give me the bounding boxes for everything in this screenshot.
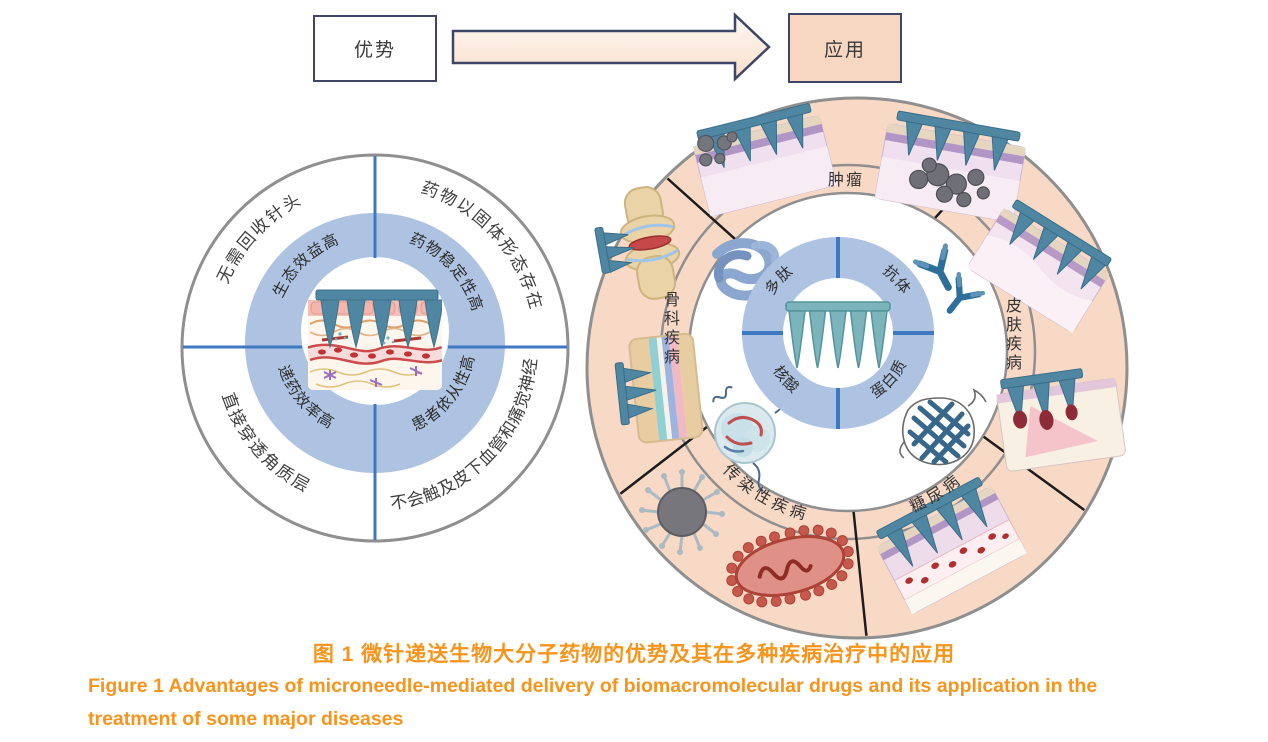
polypeptide-icon xyxy=(712,238,780,301)
figure-caption-zh: 图 1 微针递送生物大分子药物的优势及其在多种疾病治疗中的应用 xyxy=(312,643,956,666)
beta-barrel-protein-icon xyxy=(899,388,987,466)
tumor-patch-icon xyxy=(874,110,1026,223)
spine-icon xyxy=(614,332,704,444)
applications-box: 应用 xyxy=(788,13,902,83)
advantages-box: 优势 xyxy=(313,15,437,82)
skin-patch-icon xyxy=(967,199,1112,334)
molecule-ring-dividers xyxy=(742,237,934,429)
figure-caption-en-line2: treatment of some major diseases xyxy=(88,708,404,730)
antibody-icon xyxy=(912,243,986,314)
skin-inflammation-patch-icon xyxy=(996,368,1126,472)
disease-label-orthopedic: 骨科疾病 xyxy=(661,291,678,367)
bacterium-icon xyxy=(726,524,854,608)
virus-icon xyxy=(639,469,725,555)
disease-label-tumor: 肿瘤 xyxy=(828,171,864,189)
diabetes-patch-icon xyxy=(876,477,1027,615)
flow-arrow-icon xyxy=(451,12,771,82)
applications-wheel: 肿瘤 糖尿病 传染性疾病 多肽 抗体 核酸 蛋白质 xyxy=(585,96,1129,640)
tumor-patch-icon xyxy=(693,103,837,217)
figure-caption-en-line1: Figure 1 Advantages of microneedle-media… xyxy=(88,675,1098,697)
knee-joint-icon xyxy=(594,186,681,300)
lipid-nanoparticle-icon xyxy=(712,385,796,492)
microneedle-skin-illustration-icon xyxy=(308,289,442,390)
disease-label-skin: 皮肤疾病 xyxy=(1003,297,1020,373)
advantages-wheel: 无需回收针头 药物以固体形态存在 直接穿透角质层 不会触及皮下血管和痛觉神经 生… xyxy=(180,153,570,543)
microneedle-patch-icon xyxy=(785,301,891,369)
advantages-dividers xyxy=(183,156,567,540)
